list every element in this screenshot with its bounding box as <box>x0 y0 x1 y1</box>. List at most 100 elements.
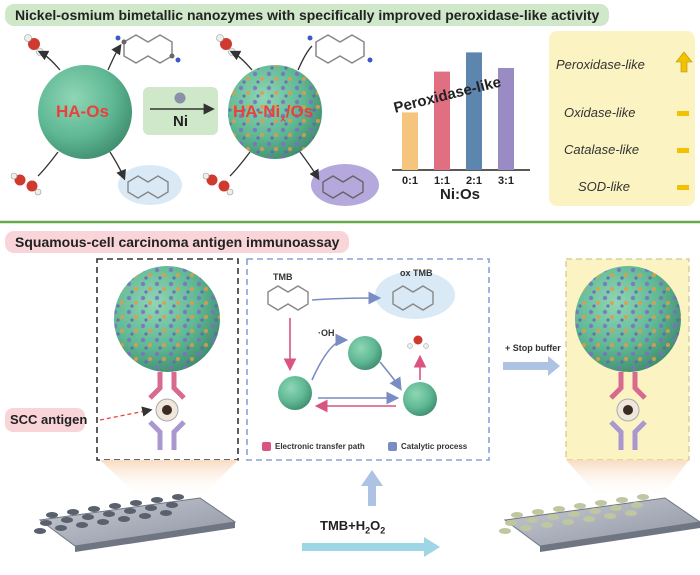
nanozyme-probe-right <box>575 266 681 372</box>
legend-catalytic-label: Catalytic process <box>401 442 468 451</box>
plate-well <box>97 519 109 525</box>
tmb-label: TMB <box>273 272 293 282</box>
sod-bar-icon <box>677 185 689 190</box>
figure-title-bottom: Squamous-cell carcinoma antigen immunoas… <box>5 231 350 253</box>
h2o2-molecule-icon <box>202 172 234 196</box>
legend-electronic-label: Electronic transfer path <box>275 442 365 451</box>
nanozyme-particle <box>278 376 312 410</box>
arrow-up-icon <box>675 51 693 73</box>
nanozyme-particle <box>348 336 382 370</box>
bar-1-1 <box>434 71 450 170</box>
plate-well <box>61 517 73 523</box>
plate-well <box>67 509 79 515</box>
catalytic-arrow <box>311 291 382 305</box>
substrate-sub1: 2 <box>365 525 371 536</box>
plate-well <box>616 497 628 503</box>
plate-well <box>76 522 88 528</box>
magnify-beam-right <box>566 460 689 498</box>
plate-well <box>109 503 121 509</box>
oh-radical-label: ·OH <box>318 328 335 338</box>
nanozyme-probe-left <box>114 266 220 372</box>
plate-well <box>172 494 184 500</box>
activity-label-oxidase: Oxidase-like <box>564 105 636 120</box>
catalytic-arrow <box>379 361 402 391</box>
ni-reagent-label: Ni <box>173 113 188 130</box>
activity-label-peroxidase: Peroxidase-like <box>556 57 645 72</box>
substrate-text: TMB+H <box>320 518 366 533</box>
plate-well <box>574 503 586 509</box>
plate-well <box>589 508 601 514</box>
chart-x-label: Ni:Os <box>440 186 481 203</box>
tick-label: 0:1 <box>402 175 418 187</box>
catalytic-arrow <box>311 333 349 381</box>
mechanism-box <box>246 258 490 461</box>
plate-well <box>625 510 637 516</box>
activity-panel <box>549 31 695 206</box>
plate-well <box>532 509 544 515</box>
ha-os-tail: /Os <box>285 102 314 121</box>
plate-well <box>511 512 523 518</box>
oxidase-bar-icon <box>677 111 689 116</box>
plate-well <box>151 497 163 503</box>
legend-catalytic-swatch <box>388 442 397 451</box>
ha-ni-os-sphere <box>228 65 322 159</box>
plate-well <box>610 505 622 511</box>
plate-well <box>568 511 580 517</box>
substrate-flow-arrow <box>302 537 440 557</box>
bar-2-1 <box>466 52 482 170</box>
figure-title-top: Nickel-osmium bimetallic nanozymes with … <box>5 4 610 26</box>
plate-well <box>541 522 553 528</box>
microplate-left <box>34 494 237 552</box>
ha-os-label: HA-Os <box>56 102 109 121</box>
tick-label: 3:1 <box>498 175 514 187</box>
scc-antigen-label: SCC antigen <box>10 412 88 427</box>
substrate-up-arrow <box>361 470 383 506</box>
plate-well <box>637 494 649 500</box>
plate-well <box>553 506 565 512</box>
plate-well <box>82 514 94 520</box>
plate-well <box>139 513 151 519</box>
plate-well <box>595 500 607 506</box>
plate-well <box>631 502 643 508</box>
oxtmb-molecule-icon <box>118 165 182 205</box>
substrate-label: TMB+H2O2 <box>320 518 385 536</box>
ha-ni-text: HA-Ni <box>233 102 281 121</box>
tick-label: 2:1 <box>466 175 482 187</box>
h2o2-molecule-icon <box>10 172 42 196</box>
nanozyme-particle <box>403 382 437 416</box>
plate-well <box>40 520 52 526</box>
bar-0-1 <box>402 112 418 170</box>
activity-label-catalase: Catalase-like <box>564 142 640 157</box>
plate-well <box>562 519 574 525</box>
antigen-pointer <box>99 406 153 421</box>
bar-3-1 <box>498 68 514 170</box>
plate-well <box>160 510 172 516</box>
substrate-o: O <box>370 518 381 533</box>
plate-well <box>46 512 58 518</box>
tmb-molecule-icon <box>307 34 373 64</box>
oxtmb-molecule-icon <box>311 164 379 206</box>
plate-well <box>88 506 100 512</box>
microplate-right <box>499 494 700 552</box>
plate-well <box>499 528 511 534</box>
stop-buffer-label: + Stop buffer <box>505 343 561 353</box>
plate-well <box>34 528 46 534</box>
plate-well <box>520 525 532 531</box>
stop-buffer-arrow <box>503 356 560 376</box>
tmb-molecule-icon <box>267 285 309 311</box>
plate-well <box>604 513 616 519</box>
substrate-sub2: 2 <box>380 525 386 536</box>
catalase-bar-icon <box>677 148 689 153</box>
antibody-sandwich-right <box>609 372 647 450</box>
ni-reagent-box <box>143 87 218 135</box>
magnify-beam-left <box>100 460 238 498</box>
ox-tmb-label: ox TMB <box>400 268 433 278</box>
oxtmb-molecule-icon <box>375 271 455 319</box>
plate-well <box>124 508 136 514</box>
plate-well <box>526 517 538 523</box>
ha-ni-os-label: HA-Nix/Os <box>233 102 313 124</box>
plate-well <box>118 516 130 522</box>
